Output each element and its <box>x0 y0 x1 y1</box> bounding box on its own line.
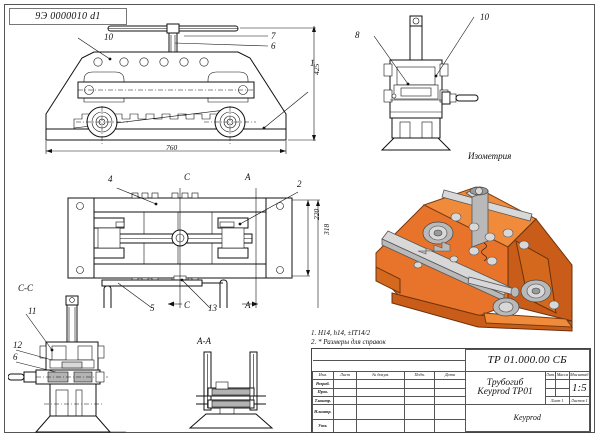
tb-col-podp: Подп. <box>404 370 436 381</box>
tb-role-nkontr: Н.контр. <box>312 404 334 420</box>
title-block: ТР 01.000.00 СБ Изм. Лист № докум. Подп.… <box>311 348 591 433</box>
tb-sheets-label: Листов 1 <box>568 395 591 406</box>
side-leader-8: 8 <box>355 30 360 40</box>
front-dim-760: 760 <box>166 143 178 152</box>
section-mark-c-bottom: C <box>184 300 191 310</box>
tb-col-data: Дата <box>434 370 466 381</box>
tb-role-prov: Пров. <box>312 387 334 398</box>
cc-leader-11: 11 <box>28 306 37 316</box>
section-aa-caption: A-A <box>197 336 211 346</box>
plan-dim-318: 318 <box>322 223 331 235</box>
tb-scale-label: Масштаб <box>568 370 591 381</box>
cc-leader-12: 12 <box>13 340 22 350</box>
front-dim-425: 425 <box>312 63 321 75</box>
tb-col-dokum: № докум. <box>356 370 406 381</box>
section-a-a <box>188 351 274 429</box>
tb-role-tkontr: Т.контр. <box>312 395 334 406</box>
front-view <box>45 23 316 154</box>
title-block-scale-value: 1:5 <box>568 379 591 397</box>
tb-role-razrab: Разраб. <box>312 379 334 389</box>
plan-leader-13: 13 <box>208 303 217 313</box>
tech-req-line-2: 2. * Размеры для справок <box>311 338 386 346</box>
section-cc-caption: C-C <box>18 283 34 293</box>
tb-lit-label: Лит. <box>544 370 557 381</box>
front-leader-7: 7 <box>271 31 276 41</box>
isometric-caption: Изометрия <box>468 151 512 161</box>
side-leader-10: 10 <box>480 12 489 22</box>
section-c-c <box>8 295 126 433</box>
technical-requirements: 1. H14, h14, ±IT14/2 2. * Размеры для сп… <box>311 329 386 347</box>
front-leader-10: 10 <box>104 32 113 42</box>
front-leader-1: 1 <box>310 58 315 68</box>
section-mark-a-top: A <box>245 172 251 182</box>
plan-dim-220: 220 <box>312 208 321 220</box>
product-name-line-1: Трубогиб <box>486 377 524 388</box>
tb-role-utv: Утв. <box>312 418 334 432</box>
section-mark-a-bottom: A <box>245 300 251 310</box>
cc-leader-6: 6 <box>13 352 18 362</box>
plan-leader-2: 2 <box>297 179 302 189</box>
tech-req-line-1: 1. H14, h14, ±IT14/2 <box>311 329 371 337</box>
plan-leader-4: 4 <box>108 174 113 184</box>
title-block-organization: Keyprod <box>464 404 590 432</box>
document-id-label: 9Э 0000010 d1 <box>35 11 101 22</box>
tb-col-izm: Изм. <box>312 370 334 381</box>
front-leader-6: 6 <box>271 41 276 51</box>
tb-col-list: Лист <box>332 370 358 381</box>
section-mark-c-top: C <box>184 172 191 182</box>
plan-view <box>67 188 320 308</box>
isometric-view <box>375 186 574 332</box>
plan-leader-5: 5 <box>150 303 155 313</box>
title-block-product-name: Трубогиб Keyprod ТР01 <box>464 370 546 406</box>
title-block-designation: ТР 01.000.00 СБ <box>464 349 590 372</box>
product-name-line-2: Keyprod ТР01 <box>477 387 533 398</box>
tb-sheet-label: Лист 1 <box>544 395 570 406</box>
tb-mass-label: Масса <box>555 370 570 381</box>
document-id-box: 9Э 0000010 d1 <box>9 8 127 25</box>
side-view <box>373 15 479 151</box>
